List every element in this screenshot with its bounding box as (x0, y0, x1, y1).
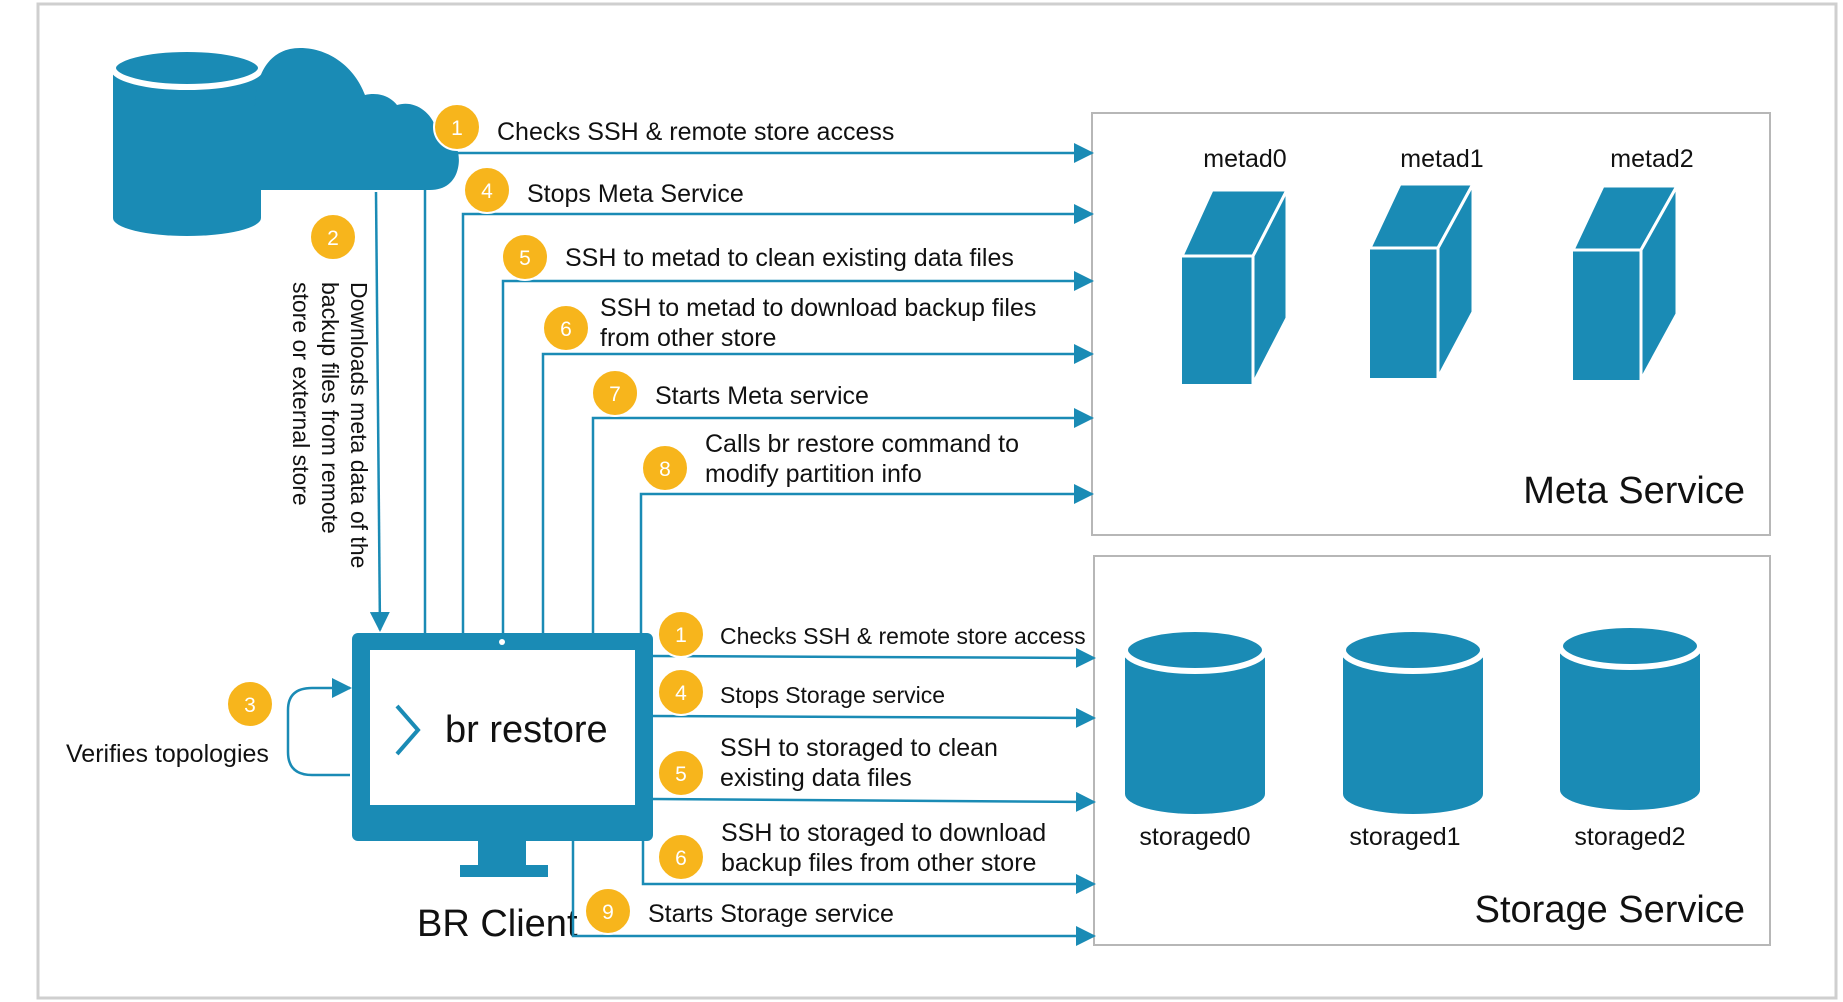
meta-step-5-number: 5 (519, 247, 531, 270)
storage-step-4-arrow (652, 707, 1096, 728)
storage-step-1-arrow (652, 647, 1096, 668)
metad0-label: metad0 (1203, 145, 1286, 173)
storage-step-9-text: Starts Storage service (648, 900, 894, 928)
storaged0-label: storaged0 (1139, 823, 1250, 851)
meta-step-8-text-line-2: modify partition info (705, 460, 922, 488)
meta-step-7-number: 7 (609, 383, 621, 406)
step-2-label-line-3: store or external store (288, 282, 314, 506)
meta-step-5-text: SSH to metad to clean existing data file… (565, 244, 1014, 272)
storage-step-5: 5 SSH to storaged to clean existing data… (652, 734, 1096, 812)
meta-step-7-text: Starts Meta service (655, 382, 869, 410)
metad1-label: metad1 (1400, 145, 1483, 173)
storage-step-6-arrow (641, 841, 1096, 894)
meta-step-7-arrow (591, 408, 1094, 633)
step-2-label-line-1: Downloads meta data of the (346, 282, 372, 568)
br-client-label: BR Client (417, 903, 578, 945)
storage-step-4: 4 Stops Storage service (652, 668, 1096, 728)
storage-step-9-arrow (571, 841, 1096, 946)
metad-node: metad2 (1570, 145, 1694, 381)
storage-step-1-text: Checks SSH & remote store access (720, 623, 1086, 649)
storaged-node: storaged1 (1340, 626, 1486, 851)
meta-step-5: 5 SSH to metad to clean existing data fi… (501, 233, 1094, 633)
meta-step-4-number: 4 (481, 180, 493, 203)
meta-step-5-arrow (501, 271, 1094, 633)
meta-step-6-arrow (541, 344, 1094, 633)
meta-step-1-text: Checks SSH & remote store access (497, 118, 894, 146)
storage-step-1-number: 1 (675, 624, 687, 647)
storage-service-title: Storage Service (1475, 889, 1745, 931)
meta-step-6: 6 SSH to metad to download backup files … (541, 294, 1094, 633)
meta-step-7-badge (591, 369, 639, 417)
storage-step-1-badge (657, 610, 705, 658)
meta-step-8-number: 8 (659, 458, 671, 481)
step-3-group: 3 Verifies topologies (66, 678, 352, 777)
meta-step-8-arrow (639, 484, 1094, 633)
br-restore-command: br restore (445, 709, 608, 751)
storage-step-6: 6 SSH to storaged to download backup fil… (641, 819, 1096, 894)
storage-step-1: 1 Checks SSH & remote store access (652, 610, 1096, 668)
storage-step-6-text-line-2: backup files from other store (721, 849, 1036, 877)
meta-step-8: 8 Calls br restore command to modify par… (639, 430, 1094, 633)
meta-step-6-badge (542, 304, 590, 352)
metad-node: metad1 (1367, 145, 1484, 379)
verify-loop-arrow (286, 678, 352, 777)
cloud-icon (255, 48, 459, 190)
meta-step-6-number: 6 (560, 318, 572, 341)
meta-step-7: 7 Starts Meta service (591, 369, 1094, 633)
meta-step-5-badge (501, 233, 549, 281)
database-icon (110, 46, 264, 236)
step-3-badge (226, 680, 274, 728)
storage-step-5-text-line-2: existing data files (720, 764, 912, 792)
meta-step-1-number: 1 (451, 117, 463, 140)
meta-step-1: 1 Checks SSH & remote store access (423, 103, 1094, 633)
br-client-monitor: br restore (352, 633, 653, 877)
storaged2-label: storaged2 (1574, 823, 1685, 851)
storage-step-9-number: 9 (602, 901, 614, 924)
storaged-node: storaged2 (1557, 622, 1703, 851)
storage-step-4-number: 4 (675, 682, 687, 705)
storaged-node: storaged0 (1122, 626, 1268, 851)
step-2-arrow (369, 191, 390, 632)
meta-step-1-arrow (423, 143, 1094, 633)
storage-step-5-number: 5 (675, 763, 687, 786)
storage-step-5-text-line-1: SSH to storaged to clean (720, 734, 998, 762)
meta-step-8-badge (641, 444, 689, 492)
verify-topologies-label: Verifies topologies (66, 740, 269, 768)
metad-node: metad0 (1179, 145, 1290, 385)
storage-step-9: 9 Starts Storage service (571, 841, 1096, 946)
storage-step-5-badge (657, 749, 705, 797)
storage-step-6-number: 6 (675, 847, 687, 870)
meta-service-title: Meta Service (1523, 470, 1745, 512)
meta-step-1-badge (433, 103, 481, 151)
meta-step-6-text-line-2: from other store (600, 324, 776, 352)
step-3-number: 3 (244, 694, 256, 717)
meta-step-4: 4 Stops Meta Service (461, 166, 1094, 633)
meta-step-4-badge (463, 166, 511, 214)
storage-step-6-badge (657, 833, 705, 881)
storage-step-5-arrow (652, 791, 1096, 812)
meta-step-4-text: Stops Meta Service (527, 180, 744, 208)
step-2-number: 2 (327, 227, 339, 250)
step-2-badge (309, 213, 357, 261)
storage-step-4-badge (657, 668, 705, 716)
meta-step-6-text-line-1: SSH to metad to download backup files (600, 294, 1036, 322)
meta-step-8-text-line-1: Calls br restore command to (705, 430, 1019, 458)
storage-step-4-text: Stops Storage service (720, 682, 945, 708)
storage-step-9-badge (584, 887, 632, 935)
chevron-right-icon (395, 704, 421, 756)
storage-step-6-text-line-1: SSH to storaged to download (721, 819, 1046, 847)
storaged1-label: storaged1 (1349, 823, 1460, 851)
step-2-group: 2 Downloads meta data of the backup file… (288, 191, 390, 632)
meta-step-4-arrow (461, 204, 1094, 633)
metad2-label: metad2 (1610, 145, 1693, 173)
step-2-label-line-2: backup files from remote (317, 282, 343, 534)
